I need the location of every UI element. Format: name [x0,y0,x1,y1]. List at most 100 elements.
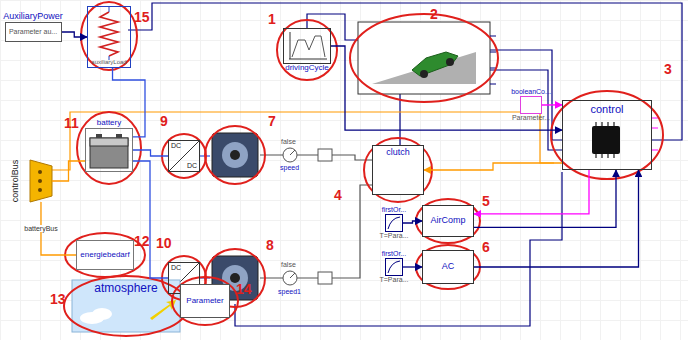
callout-number: 9 [160,114,168,128]
block-name: control [590,103,623,115]
converter-symbol [169,141,199,171]
load-block: auxiliaryLoad [87,6,131,68]
vehicle-illustration [372,52,476,84]
callout-circle [551,91,663,179]
connector [133,161,168,278]
signal-name: speed1 [278,288,301,295]
battery-icon [96,134,102,138]
callout-number: 12 [134,234,150,248]
layout-wire [52,112,554,170]
motor-icon [212,133,258,177]
control-block: control [562,100,652,170]
signal-name: false [281,261,296,268]
chip-symbol [592,126,620,154]
vehicle-illustration [358,22,496,94]
block-name: AC [442,262,455,272]
callout-circle [172,277,238,325]
bus-connector [38,188,42,192]
connector [474,170,639,267]
motor-icon [222,142,248,168]
converter-symbol [169,141,199,293]
callout-number: 1 [268,12,276,26]
block-name: controlBus [11,160,21,203]
bus-label: batteryBus [23,225,58,233]
connector [542,104,562,105]
connector [62,32,88,37]
connector [474,170,616,227]
coil-symbol [100,6,118,60]
block-name: AirComp [430,216,465,226]
battery-icon [90,134,128,168]
callout-circle [162,134,206,178]
battery-block: battery [85,128,133,172]
vehicle-illustration [358,22,490,94]
parameter-block: Parameter [180,284,230,318]
energy-block: energiebedarf [76,240,134,270]
connector [133,150,168,156]
clutch-block: clutch [372,145,424,195]
filter-block: firstOr...T=Para... [385,214,403,232]
callout-circle [205,126,265,184]
callout-number: 14 [236,282,252,296]
bus-connector [30,160,52,202]
block-name: DC [171,142,181,150]
ac-block: AC [422,250,474,284]
block-name: Parameter [186,297,223,306]
speed-sensor [290,150,295,155]
battery-icon [90,138,128,168]
block-parameter: Parameter au... [9,28,57,36]
connector [403,266,422,267]
block-parameter: Parameter... [512,114,550,122]
layout-wire [260,185,372,278]
chip-symbol [596,122,614,158]
callout-circle [416,245,480,289]
cycle-graph [289,32,327,59]
callout-circle [64,276,188,336]
layout-wire [260,155,372,160]
filter-block: firstOr...T=Para... [385,258,403,276]
block-name: auxiliaryLoad [91,59,126,66]
bus-connector [30,160,52,202]
callout-number: 6 [482,240,490,254]
callout-number: 13 [50,292,66,306]
callout-number: 7 [268,114,276,128]
signal-name: speed [280,164,299,171]
connector [424,163,562,170]
atmosphere-block: atmosphere [72,280,180,332]
vehicle-illustration [446,58,454,66]
callout-circle [77,112,141,184]
speed-sensor [318,272,332,284]
callout-circle [350,14,498,102]
block-name: firstOr... [382,206,407,214]
block-name: atmosphere [94,282,157,295]
callout-circle [364,138,432,202]
cycle-graph [292,36,325,57]
bus-connector [38,179,42,183]
boolean-block: booleanCo...Parameter... [520,96,542,114]
coil-symbol [100,12,118,56]
cycle-block: drivingCycle [283,28,331,64]
converter-block: DC DC [168,140,200,172]
callout-circle [65,233,145,277]
callout-number: 15 [134,10,150,24]
coil-symbol [109,6,110,60]
block-name: energiebedarf [80,251,129,260]
speed-sensor [290,273,295,278]
block-name: firstOr... [382,250,407,258]
block-name: booleanCo... [511,88,551,96]
block-parameter: DC [187,162,197,170]
callout-number: 11 [64,116,79,130]
callout-number: 4 [334,188,342,202]
speed-sensor [283,148,297,162]
first-order-curve [388,217,400,229]
battery-icon [90,138,128,146]
motor-icon [212,133,258,300]
motor-icon [230,150,240,160]
chip-symbol [652,118,658,150]
connector [474,170,589,214]
callout-circle [416,199,480,243]
layout-wire [128,3,682,140]
battery-icon [116,134,122,138]
callout-circle [81,2,137,70]
